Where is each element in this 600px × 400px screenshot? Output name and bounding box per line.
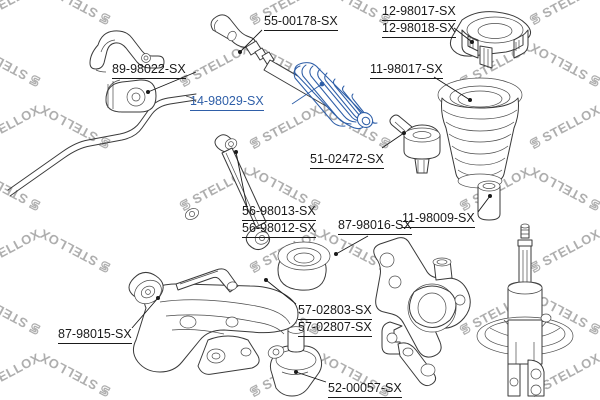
label-14-98029-sx[interactable]: 14-98029-SX [190,94,264,111]
watermark: STELLOX [246,0,323,28]
watermark: STELLOX [246,102,323,152]
strut-mount [449,11,532,69]
watermark: STELLOX [176,40,253,90]
lower-control-arm [128,241,331,375]
label-57-02803-sx[interactable]: 57-02803-SX [298,303,372,320]
watermark: STELLOX [246,350,323,400]
steering-rack-boot [293,62,378,130]
stellox-logo-icon [527,10,545,28]
stabilizer-bar [7,93,199,220]
stellox-logo-icon [95,10,113,28]
watermark: STELLOX [0,288,44,338]
stabilizer-link [214,134,271,251]
label-12-98017-sx[interactable]: 12-98017-SX [382,4,456,21]
watermark: STELLOX [456,164,533,214]
stellox-logo-icon [177,196,195,214]
watermark: STELLOX [37,350,113,400]
watermark: STELLOX [37,0,113,28]
strut-assembly [476,223,574,397]
label-56-98013-sx[interactable]: 56-98013-SX [242,204,316,221]
label-11-98017-sx[interactable]: 11-98017-SX [370,62,443,79]
leader-lines [131,27,492,383]
stellox-logo-icon [25,72,43,90]
stellox-logo-icon [247,134,265,152]
stellox-logo-icon [375,134,393,152]
watermark: STELLOX [37,102,113,152]
stellox-logo-icon [25,196,43,214]
stellox-logo-icon [457,196,475,214]
stellox-logo-icon [95,134,113,152]
watermark: STELLOX [0,40,44,90]
watermark: STELLOX [527,164,600,214]
watermark: STELLOX [0,164,44,214]
watermark: STELLOX [527,40,600,90]
label-57-02807-sx[interactable]: 57-02807-SX [298,320,372,337]
stellox-logo-icon [247,10,265,28]
stellox-logo-icon [177,72,195,90]
stellox-logo-icon [305,320,323,338]
watermark: STELLOX [526,102,600,152]
stabilizer-bracket [89,30,165,73]
stabilizer-bushing [105,79,157,113]
stellox-logo-icon [527,134,545,152]
watermark: STELLOX [176,164,253,214]
stellox-logo-icon [95,258,113,276]
stellox-logo-icon [25,320,43,338]
stellox-logo-icon [527,258,545,276]
watermark: STELLOX [247,288,323,338]
watermark: STELLOX [247,164,323,214]
stellox-logo-icon [305,196,323,214]
bump-stop [477,180,501,221]
stellox-logo-icon [585,196,600,214]
watermark: STELLOX [526,226,600,276]
stellox-logo-icon [247,258,265,276]
stellox-logo-icon [457,320,475,338]
stellox-logo-icon [585,72,600,90]
label-56-98012-sx[interactable]: 56-98012-SX [242,221,316,238]
watermark: STELLOX [317,350,393,400]
stellox-logo-icon [585,320,600,338]
stellox-logo-icon [247,382,265,400]
watermark: STELLOX [456,288,533,338]
label-87-98015-sx[interactable]: 87-98015-SX [58,327,132,344]
watermark: STELLOX [37,226,113,276]
steering-knuckle [373,237,471,387]
label-87-98016-sx[interactable]: 87-98016-SX [338,218,412,235]
label-52-00057-sx[interactable]: 52-00057-SX [328,381,402,398]
label-89-98022-sx[interactable]: 89-98022-SX [112,62,186,79]
label-11-98009-sx[interactable]: 11-98009-SX [402,211,475,228]
strut-dust-boot [437,77,523,189]
watermark: STELLOX [526,0,600,28]
stellox-logo-icon [375,382,393,400]
label-51-02472-sx[interactable]: 51-02472-SX [310,152,384,169]
stellox-logo-icon [95,382,113,400]
watermark: STELLOX [317,102,393,152]
watermark: STELLOX [246,226,323,276]
watermark: STELLOX [527,288,600,338]
label-12-98018-sx[interactable]: 12-98018-SX [382,21,456,38]
label-55-00178-sx[interactable]: 55-00178-SX [264,14,338,31]
